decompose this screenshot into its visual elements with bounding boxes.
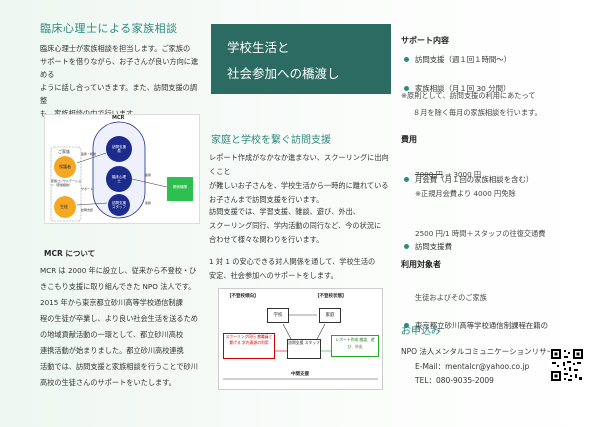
title-line-2: 社会参加への橋渡し	[227, 66, 340, 81]
diagram-child-label: 生徒	[60, 204, 68, 209]
title-banner: 学校生活と 社会参加への橋渡し	[211, 24, 391, 94]
diagram-support-staff: 訪問支援スタッフ	[112, 201, 126, 209]
visit-support-p1: レポート作成がなかなか進まない、スクーリングに出向くことが難しいお子さんを、学校…	[209, 153, 389, 204]
diagram2-left-label: 【不登校傾向】	[227, 294, 259, 299]
target-heading: 利用対象者	[401, 260, 441, 269]
contact-tel[interactable]: TEL：080-9035-2009	[415, 376, 494, 385]
diagram2-left-box: スクーリング同行 教職員と繋げる 学内資源の利用	[223, 333, 275, 359]
mcr-heading: MCR について	[44, 249, 96, 258]
diagram2-right-label: 【不登校状態】	[315, 294, 347, 299]
mcr-text: MCR は 2000 年に設立し、従来から不登校・ひきこもり支援に取り組んできた…	[40, 266, 198, 387]
diagram-arrow-3: 訪問支援	[81, 208, 94, 212]
visit-support-diagram: 【不登校傾向】 【不登校状態】 学校 家庭 スクーリング同行 教職員と繋げる 学…	[218, 288, 383, 390]
fee-new-price: ⇒ 3000 円	[442, 170, 482, 179]
fee-old-price: 7000 円	[415, 170, 443, 179]
diagram-arrow-4: 連携	[145, 173, 152, 177]
diagram-visit-staff: 訪問支援員	[112, 145, 126, 153]
visit-support-heading: 家庭と学校を繋ぐ訪問支援	[211, 135, 331, 146]
family-consult-diagram: MCR ご家族 保護者 生徒 訪問支援員 臨床心理士 訪問支援スタッフ 関係機関…	[44, 114, 200, 224]
support-item-2: 家族相談（月１回 30 分間）	[401, 83, 605, 94]
diagram-arrow-1: 連携・相談	[81, 152, 97, 156]
diagram-agencies: 関係機関	[173, 185, 187, 189]
contact-heading: お申込み	[401, 326, 441, 337]
fee-item-2: 訪問支援費	[401, 241, 605, 252]
diagram-arrow-2: サポート	[81, 187, 94, 191]
fee-note: ※正規月会費より 4000 円免除	[415, 189, 516, 198]
diagram2-home: 家庭	[319, 308, 341, 323]
contact-org: NPO 法人メンタルコミュニケーションリサーチ	[401, 347, 562, 356]
diagram-mcr-label: MCR	[112, 115, 125, 121]
family-consult-heading: 臨床心理士による家族相談	[40, 22, 178, 35]
fee-heading: 費用	[401, 135, 417, 144]
fee-price: 7000 円 ⇒ 3000 円	[415, 170, 481, 180]
diagram-parents-label: 保護者	[59, 164, 71, 169]
family-consult-text: 臨床心理士が家族相談を担当します。ご家族のサポートを借りながら、お子さんが良い方…	[40, 44, 199, 118]
visit-support-p3: 1 対 1 の安心できる対人関係を通して、学校生活の安定、社会参加へのサポートを…	[209, 257, 376, 280]
qr-code-icon[interactable]	[550, 348, 584, 382]
contact-email[interactable]: E-Mail：mentalcr@yahoo.co.jp	[415, 362, 530, 371]
diagram2-center: 訪問支援 スタッフ	[287, 339, 321, 359]
support-note-2: ８月を除く毎月の家族相談を行います。	[413, 108, 542, 117]
title-line-1: 学校生活と	[227, 40, 290, 55]
target-item: 東京都立砂川高等学校通信制課程在籍の	[401, 320, 605, 331]
visit-support-p2: 訪問支援では、学習支援、雑談、遊び、外出、スクーリング同行、学内活動の同行など、…	[209, 207, 382, 244]
diagram2-right-box: レポート作成 雑談、遊び、外出	[331, 335, 379, 357]
diagram2-school: 学校	[267, 308, 289, 323]
diagram-family-sub: 家族コンサルテーション（家族相談）	[51, 179, 81, 187]
support-note-1: ※原則として、訪問支援の利用にあたって	[401, 91, 536, 100]
fee-item-2-detail: 2500 円/1 時間＋スタッフの往復交通費	[415, 229, 546, 238]
fee-item-1: 月会費（月１回の家族相談を含む）	[401, 174, 605, 185]
support-heading: サポート内容	[401, 36, 449, 45]
diagram2-bottom: 中間支援	[289, 371, 311, 377]
diagram-psychologist: 臨床心理士	[112, 175, 126, 183]
support-item-1: 訪問支援（週１回１時間～）	[401, 54, 605, 65]
target-item-cont: 生徒およびそのご家族	[415, 293, 487, 302]
diagram-arrow-5: 連携	[145, 201, 152, 205]
diagram-family-label: ご家族	[58, 149, 70, 154]
